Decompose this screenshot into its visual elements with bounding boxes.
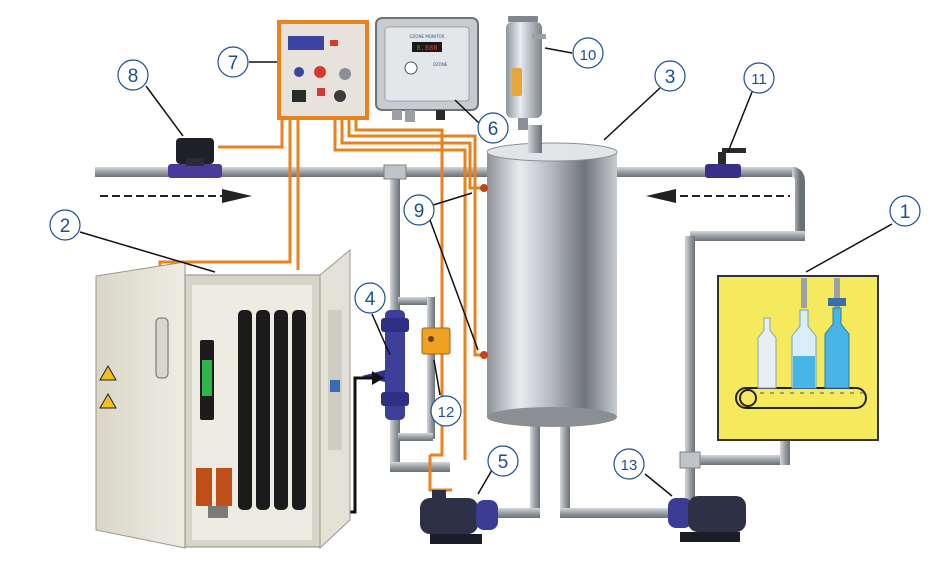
return-loop-pipe [791, 167, 805, 236]
venturi-injector-icon [362, 310, 409, 420]
callout-11: 11 [743, 62, 775, 94]
wire-pump5-a [333, 118, 467, 460]
pump5-discharge-pipe [490, 508, 540, 518]
callout-8: 8 [117, 59, 149, 91]
callout-13: 13 [613, 448, 645, 480]
generator-tube [292, 310, 306, 510]
return-cross-pipe [690, 231, 805, 241]
monitor-title: OZONE MONITOR [410, 34, 445, 39]
callout-label: 9 [414, 201, 425, 222]
bottle-full [824, 307, 850, 389]
callout-label: 6 [488, 119, 499, 140]
callout-label: 11 [751, 71, 767, 88]
pipe-tee [383, 164, 407, 180]
supply-pump-icon [668, 496, 746, 542]
tank-vent-pipe [528, 125, 542, 153]
tank-outlet-left [530, 410, 540, 515]
callout-9: 9 [403, 194, 435, 226]
return-down-pipe [685, 236, 695, 468]
callout-12: 12 [430, 395, 462, 427]
wire-pump5-b [428, 455, 452, 492]
bottle-water-level [793, 356, 815, 388]
callout-label: 2 [60, 216, 71, 237]
callout-2: 2 [49, 209, 81, 241]
monitor-subtitle: OZONE [433, 62, 448, 67]
line-supply-riser [780, 430, 790, 465]
callout-6: 6 [477, 112, 509, 144]
bottling-line-icon [717, 275, 879, 441]
callout-4: 4 [354, 282, 386, 314]
signal-wiring [158, 115, 482, 492]
bottle-empty [757, 317, 777, 389]
ozone-generator-cabinet-icon [95, 248, 351, 550]
main-inlet-pipe [95, 167, 493, 177]
pump13-riser [685, 462, 695, 502]
bypass-bottom-pipe [398, 433, 433, 441]
control-panel-icon [277, 20, 369, 120]
callout-1: 1 [889, 195, 921, 227]
arrow-left-icon [646, 189, 790, 203]
arrow-right-icon [100, 189, 252, 203]
pipe-tee-lower [679, 451, 701, 469]
outlet-valve-icon [705, 148, 746, 178]
callout-label: 10 [580, 47, 597, 64]
callout-leaders [79, 47, 893, 497]
pump5-suction-pipe [390, 462, 450, 472]
ozone-monitor-icon: OZONE MONITOR 8.888 OZONE [375, 17, 479, 122]
bypass-side-pipe [427, 297, 435, 439]
circulation-pump-icon [420, 490, 498, 544]
callout-label: 7 [228, 53, 239, 74]
wire-valve8 [218, 115, 284, 149]
callout-7: 7 [217, 46, 249, 78]
callout-3: 3 [654, 60, 686, 92]
bypass-top-pipe [398, 297, 433, 305]
callout-10: 10 [572, 37, 604, 69]
callout-label: 13 [621, 457, 638, 474]
callout-label: 4 [365, 289, 376, 310]
wire-flowswitch [354, 118, 444, 457]
gas-line-arrow-icon [372, 371, 384, 385]
callout-label: 5 [498, 452, 509, 473]
level-sensor-icon [480, 351, 488, 359]
ozone-destructor-icon [506, 16, 546, 130]
generator-tube [238, 310, 252, 510]
generator-tube [256, 310, 270, 510]
callout-label: 8 [128, 66, 139, 87]
callout-5: 5 [487, 445, 519, 477]
contact-tank-icon [486, 125, 618, 427]
callout-label: 1 [900, 202, 911, 223]
tank-outlet-right [560, 410, 570, 515]
callout-label: 12 [438, 404, 455, 421]
wire-sensor9-bottom [347, 118, 482, 357]
level-sensor-icon [480, 184, 488, 192]
solenoid-valve-icon [168, 138, 222, 178]
monitor-display: 8.888 [416, 44, 437, 52]
flow-switch-icon [421, 327, 451, 355]
generator-tube [274, 310, 288, 510]
pump13-suction-pipe [560, 508, 672, 518]
callout-label: 3 [665, 67, 676, 88]
line-supply-pipe [690, 455, 785, 465]
